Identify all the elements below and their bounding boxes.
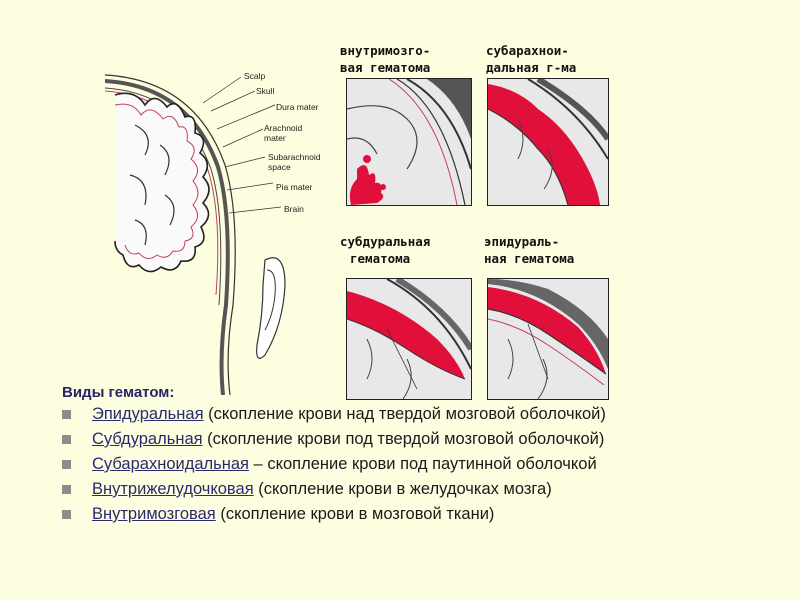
panel-subarachnoid-hematoma — [487, 78, 609, 206]
list-item-desc: (скопление крови в желудочках мозга) — [253, 480, 552, 498]
caption-epidural-line1: эпидураль- — [484, 234, 560, 249]
list-item-term: Внутрижелудочковая — [92, 480, 254, 498]
label-scalp: Scalp — [244, 71, 266, 81]
label-subarachnoid-space: space — [268, 162, 291, 172]
list-item-desc: – скопление крови под паутинной оболочко… — [248, 455, 597, 473]
caption-subarachnoid-line2: дальная г-ма — [486, 60, 577, 75]
list-item: Субарахноидальная – скопление крови под … — [60, 455, 606, 480]
list-item-desc: (скопление крови над твердой мозговой об… — [203, 405, 606, 423]
list-item-term: Эпидуральная — [92, 405, 204, 423]
list-item: Субдуральная (скопление крови под твердо… — [60, 430, 606, 455]
list-item-desc: (скопление крови в мозговой ткани) — [215, 505, 495, 523]
list-item: Внутрижелудочковая (скопление крови в же… — [60, 480, 606, 505]
caption-subdural-line1: субдуральная — [340, 234, 431, 249]
bullet-icon — [62, 410, 71, 419]
panel-intracerebral-hematoma — [346, 78, 472, 206]
types-list: Эпидуральная (скопление крови над твердо… — [60, 405, 606, 530]
list-item: Внутримозговая (скопление крови в мозгов… — [60, 505, 606, 530]
panel-subdural-hematoma — [346, 278, 472, 400]
caption-intracerebral: внутримозго- вая гематома — [340, 42, 430, 76]
subarachnoid-hematoma-drawing — [488, 79, 608, 205]
epidural-hematoma-drawing — [488, 279, 608, 399]
caption-subdural: субдуральная гематома — [340, 233, 430, 267]
label-subarachnoid: Subarachnoid — [268, 152, 321, 162]
bullet-icon — [62, 460, 71, 469]
caption-intracerebral-line2: вая гематома — [340, 60, 431, 75]
subdural-hematoma-drawing — [347, 279, 471, 399]
label-pia-mater: Pia mater — [276, 182, 313, 192]
caption-epidural: эпидураль- ная гематома — [484, 233, 574, 267]
types-title: Виды гематом: — [62, 384, 175, 401]
list-item-term: Субдуральная — [92, 430, 203, 448]
list-item: Эпидуральная (скопление крови над твердо… — [60, 405, 606, 430]
caption-subarachnoid: субарахнои- дальная г-ма — [486, 42, 576, 76]
intracerebral-hematoma-drawing — [347, 79, 471, 205]
bullet-icon — [62, 435, 71, 444]
panel-epidural-hematoma — [487, 278, 609, 400]
label-skull: Skull — [256, 86, 275, 96]
caption-intracerebral-line1: внутримозго- — [340, 43, 431, 58]
caption-subarachnoid-line1: субарахнои- — [486, 43, 569, 58]
bullet-icon — [62, 485, 71, 494]
list-item-term: Внутримозговая — [92, 505, 216, 523]
list-item-desc: (скопление крови под твердой мозговой об… — [202, 430, 605, 448]
head-cross-section-illustration — [105, 74, 286, 395]
caption-subdural-line2: гематома — [350, 251, 411, 266]
list-item-term: Субарахноидальная — [92, 455, 249, 473]
label-dura-mater: Dura mater — [276, 102, 319, 112]
label-brain: Brain — [284, 204, 304, 214]
label-arachnoid-mater: mater — [264, 133, 286, 143]
bullet-icon — [62, 510, 71, 519]
label-arachnoid: Arachnoid — [264, 123, 303, 133]
caption-epidural-line2: ная гематома — [484, 251, 575, 266]
